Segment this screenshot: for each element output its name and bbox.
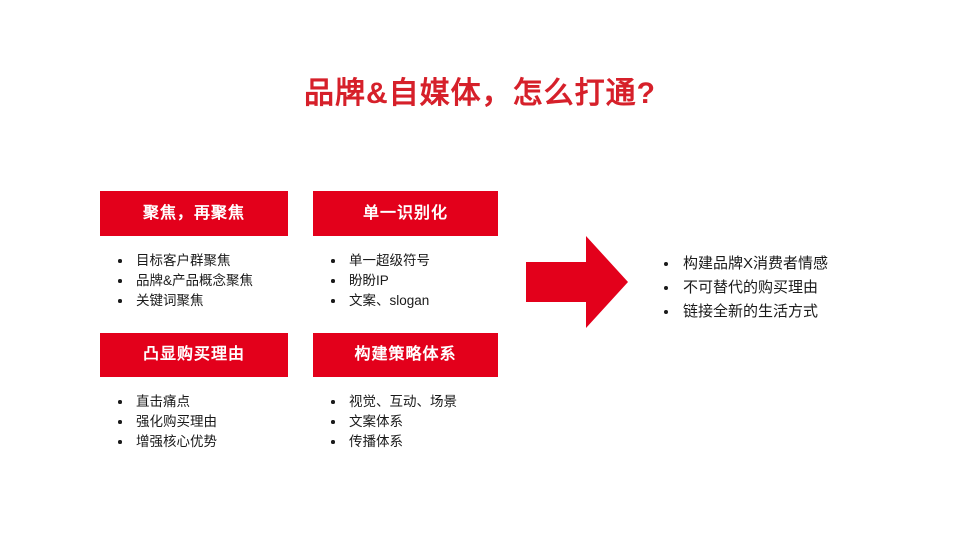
bullet-dot-icon — [118, 299, 122, 303]
list-item-label: 视觉、互动、场景 — [349, 394, 457, 409]
list-item-label: 构建品牌X消费者情感 — [683, 255, 829, 272]
list-item-label: 文案体系 — [349, 414, 403, 429]
bullet-dot-icon — [118, 259, 122, 263]
bullet-dot-icon — [118, 279, 122, 283]
list-item: 盼盼IP — [328, 271, 430, 291]
panel-bullets-focus: 目标客户群聚焦 品牌&产品概念聚焦 关键词聚焦 — [115, 251, 253, 311]
list-item-label: 目标客户群聚焦 — [136, 253, 231, 268]
list-item-label: 单一超级符号 — [349, 253, 430, 268]
bullet-dot-icon — [664, 310, 668, 314]
bullet-dot-icon — [664, 262, 668, 266]
list-item-label: 关键词聚焦 — [136, 293, 204, 308]
list-item: 链接全新的生活方式 — [660, 300, 828, 324]
list-item: 文案体系 — [328, 412, 457, 432]
panel-bullets-strategy-system: 视觉、互动、场景 文案体系 传播体系 — [328, 392, 457, 452]
list-item: 品牌&产品概念聚焦 — [115, 271, 253, 291]
list-item: 强化购买理由 — [115, 412, 217, 432]
bullet-dot-icon — [118, 440, 122, 444]
bullet-dot-icon — [331, 299, 335, 303]
bullet-dot-icon — [331, 420, 335, 424]
list-item-label: 传播体系 — [349, 434, 403, 449]
panel-header-focus: 聚焦，再聚焦 — [100, 191, 288, 236]
list-item: 直击痛点 — [115, 392, 217, 412]
list-item: 不可替代的购买理由 — [660, 276, 828, 300]
list-item: 增强核心优势 — [115, 432, 217, 452]
list-item-label: 不可替代的购买理由 — [683, 279, 819, 296]
list-item-label: 强化购买理由 — [136, 414, 217, 429]
list-item-label: 文案、slogan — [349, 293, 430, 308]
list-item-label: 品牌&产品概念聚焦 — [136, 273, 254, 288]
list-item: 目标客户群聚焦 — [115, 251, 253, 271]
outcome-bullets: 构建品牌X消费者情感 不可替代的购买理由 链接全新的生活方式 — [660, 252, 828, 324]
bullet-dot-icon — [118, 400, 122, 404]
panel-header-identity: 单一识别化 — [313, 191, 498, 236]
list-item-label: 链接全新的生活方式 — [683, 303, 819, 320]
panel-bullets-purchase-reason: 直击痛点 强化购买理由 增强核心优势 — [115, 392, 217, 452]
list-item: 视觉、互动、场景 — [328, 392, 457, 412]
list-item-label: 直击痛点 — [136, 394, 190, 409]
list-item: 传播体系 — [328, 432, 457, 452]
page-title: 品牌&自媒体，怎么打通? — [304, 77, 656, 110]
list-item-label: 增强核心优势 — [136, 434, 217, 449]
panel-header-strategy-system: 构建策略体系 — [313, 333, 498, 377]
bullet-dot-icon — [118, 420, 122, 424]
panel-header-purchase-reason: 凸显购买理由 — [100, 333, 288, 377]
bullet-dot-icon — [331, 259, 335, 263]
list-item: 关键词聚焦 — [115, 291, 253, 311]
list-item: 文案、slogan — [328, 291, 430, 311]
list-item-label: 盼盼IP — [349, 273, 389, 288]
right-arrow-icon — [526, 236, 628, 328]
list-item: 构建品牌X消费者情感 — [660, 252, 828, 276]
bullet-dot-icon — [331, 279, 335, 283]
panel-bullets-identity: 单一超级符号 盼盼IP 文案、slogan — [328, 251, 430, 311]
bullet-dot-icon — [331, 400, 335, 404]
list-item: 单一超级符号 — [328, 251, 430, 271]
bullet-dot-icon — [664, 286, 668, 290]
bullet-dot-icon — [331, 440, 335, 444]
